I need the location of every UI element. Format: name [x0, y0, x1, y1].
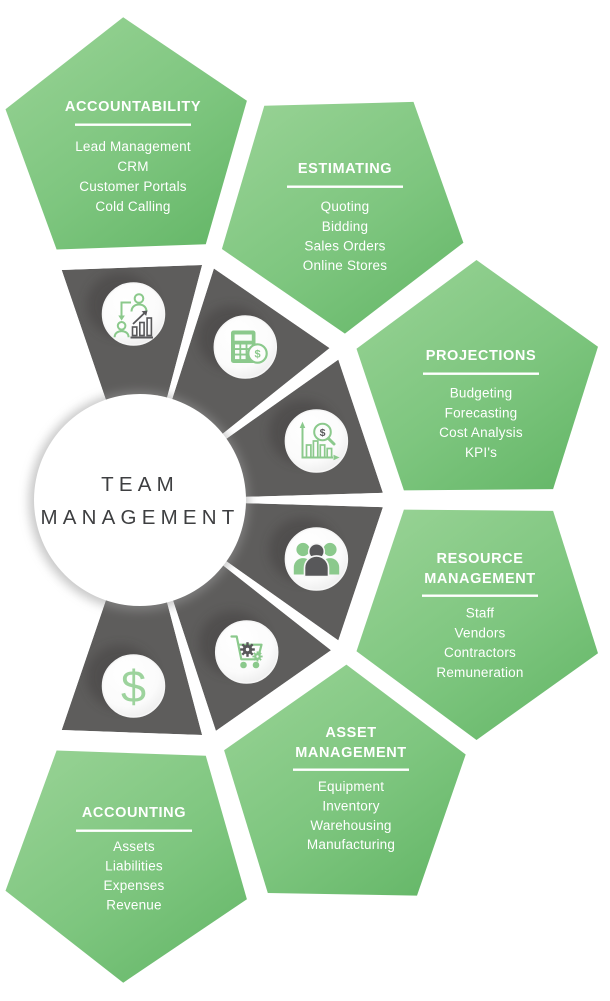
calculator-dollar-icon: $	[231, 330, 268, 364]
diagram-title-line1: TEAM	[101, 473, 179, 496]
section-item: Forecasting	[445, 406, 518, 421]
accounting-section: ACCOUNTING Assets Liabilities Expenses R…	[76, 805, 192, 913]
section-item: Expenses	[104, 878, 165, 893]
section-item: Contractors	[444, 645, 516, 660]
cart-gears-icon	[230, 635, 263, 669]
lens-dollar-glyph: $	[320, 427, 326, 439]
asset-management-title-line1: ASSET	[325, 725, 376, 741]
section-item: CRM	[117, 159, 148, 174]
section-item: Inventory	[322, 799, 379, 814]
asset-management-pentagon	[224, 664, 466, 896]
title-underline	[76, 829, 192, 832]
diagram-title-line2: MANAGEMENT	[41, 506, 240, 529]
estimating-pentagon	[221, 101, 464, 334]
section-item: Cold Calling	[95, 199, 170, 214]
title-underline	[423, 372, 539, 375]
asset-management-title-line2: MANAGEMENT	[295, 745, 407, 761]
accounting-pentagon	[5, 750, 247, 983]
resource-management-title-line2: MANAGEMENT	[424, 571, 536, 587]
coin-dollar-glyph: $	[254, 349, 260, 361]
section-item: Warehousing	[310, 818, 391, 833]
section-item: Budgeting	[450, 386, 513, 401]
section-item: Bidding	[322, 219, 368, 234]
section-item: Manufacturing	[307, 837, 395, 852]
title-underline	[75, 123, 191, 126]
section-item: Assets	[113, 839, 155, 854]
section-item: Quoting	[321, 199, 370, 214]
resource-management-title-line1: RESOURCE	[437, 551, 524, 567]
people-group-icon	[293, 542, 340, 578]
resource-management-pentagon	[356, 509, 598, 740]
asset-management-section: ASSET MANAGEMENT Equipment Inventory War…	[293, 725, 409, 852]
section-item: Cost Analysis	[439, 425, 523, 440]
section-item: KPI's	[465, 445, 497, 460]
section-item: Online Stores	[303, 258, 387, 273]
person-chart-icon	[113, 293, 153, 339]
projections-section: PROJECTIONS Budgeting Forecasting Cost A…	[423, 348, 539, 460]
section-item: Staff	[466, 606, 495, 621]
section-item: Equipment	[318, 779, 384, 794]
section-item: Liabilities	[105, 859, 163, 874]
dollar-sign-icon: $	[121, 661, 146, 712]
section-item: Revenue	[106, 898, 161, 913]
resource-management-section: RESOURCE MANAGEMENT Staff Vendors Contra…	[422, 551, 538, 680]
accountability-title: ACCOUNTABILITY	[65, 99, 201, 115]
accountability-icon-circle	[101, 282, 166, 346]
chart-magnifier-dollar-icon: $	[299, 421, 340, 461]
title-underline	[287, 185, 403, 188]
projections-title: PROJECTIONS	[426, 348, 537, 364]
accountability-pentagon	[5, 17, 247, 250]
section-item: Remuneration	[436, 665, 523, 680]
title-underline	[422, 594, 538, 597]
estimating-section: ESTIMATING Quoting Bidding Sales Orders …	[287, 161, 403, 273]
section-item: Customer Portals	[79, 179, 187, 194]
center-circle	[34, 394, 246, 606]
accounting-icon-circle	[101, 654, 166, 718]
title-underline	[293, 768, 409, 771]
section-item: Lead Management	[75, 139, 191, 154]
accountability-section: ACCOUNTABILITY Lead Management CRM Custo…	[65, 99, 201, 214]
accounting-title: ACCOUNTING	[82, 805, 186, 821]
section-item: Vendors	[455, 626, 506, 641]
projections-pentagon	[356, 260, 598, 491]
section-item: Sales Orders	[304, 239, 385, 254]
estimating-title: ESTIMATING	[298, 161, 392, 177]
